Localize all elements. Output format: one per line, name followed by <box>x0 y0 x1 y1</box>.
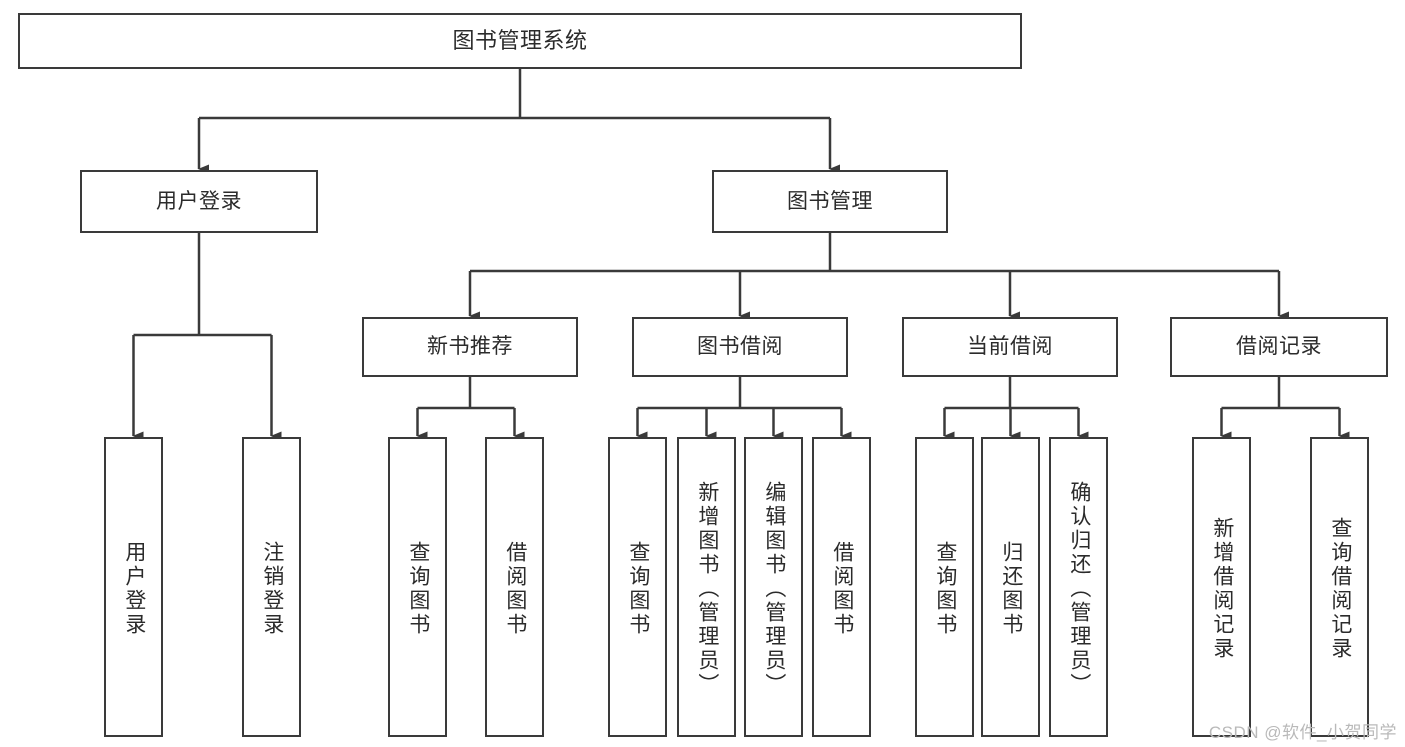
node-label: 用户登录 <box>156 189 242 213</box>
node-l_rc_add[interactable]: 新增借阅记录 <box>1192 437 1251 737</box>
node-label: 图书管理系统 <box>452 27 588 53</box>
node-newbook[interactable]: 新书推荐 <box>362 317 578 377</box>
node-l_cb_return[interactable]: 归还图书 <box>981 437 1040 737</box>
node-bookmgmt[interactable]: 图书管理 <box>712 170 948 233</box>
node-label: 当前借阅 <box>967 335 1053 359</box>
node-label: 新增借阅记录 <box>1210 517 1234 661</box>
node-label: 图书管理 <box>787 189 873 213</box>
node-l_logout[interactable]: 注销登录 <box>242 437 301 737</box>
node-label: 确认归还（管理员） <box>1067 481 1091 697</box>
node-l_bk_edit[interactable]: 编辑图书（管理员） <box>744 437 803 737</box>
node-l_nb_borrow[interactable]: 借阅图书 <box>485 437 544 737</box>
node-l_bk_add[interactable]: 新增图书（管理员） <box>677 437 736 737</box>
node-label: 查询图书 <box>933 541 957 637</box>
node-label: 查询图书 <box>626 541 650 637</box>
node-label: 用户登录 <box>122 541 146 637</box>
node-label: 借阅图书 <box>503 541 527 637</box>
node-borrow[interactable]: 图书借阅 <box>632 317 848 377</box>
watermark: CSDN @软件_小贺同学 <box>1208 723 1397 742</box>
node-label: 图书借阅 <box>697 335 783 359</box>
node-l_cb_query[interactable]: 查询图书 <box>915 437 974 737</box>
node-label: 借阅图书 <box>830 541 854 637</box>
node-l_bk_query[interactable]: 查询图书 <box>608 437 667 737</box>
node-label: 新增图书（管理员） <box>695 481 719 697</box>
node-label: 借阅记录 <box>1236 335 1322 359</box>
node-l_bk_borrow[interactable]: 借阅图书 <box>812 437 871 737</box>
node-l_rc_query[interactable]: 查询借阅记录 <box>1310 437 1369 737</box>
node-records[interactable]: 借阅记录 <box>1170 317 1388 377</box>
node-current[interactable]: 当前借阅 <box>902 317 1118 377</box>
node-l_login[interactable]: 用户登录 <box>104 437 163 737</box>
node-label: 注销登录 <box>260 541 284 637</box>
node-login[interactable]: 用户登录 <box>80 170 318 233</box>
node-root[interactable]: 图书管理系统 <box>18 13 1022 69</box>
node-label: 查询借阅记录 <box>1328 517 1352 661</box>
node-label: 新书推荐 <box>427 335 513 359</box>
node-label: 归还图书 <box>999 541 1023 637</box>
node-label: 查询图书 <box>406 541 430 637</box>
node-label: 编辑图书（管理员） <box>762 481 786 697</box>
node-l_cb_confirm[interactable]: 确认归还（管理员） <box>1049 437 1108 737</box>
node-l_nb_query[interactable]: 查询图书 <box>388 437 447 737</box>
